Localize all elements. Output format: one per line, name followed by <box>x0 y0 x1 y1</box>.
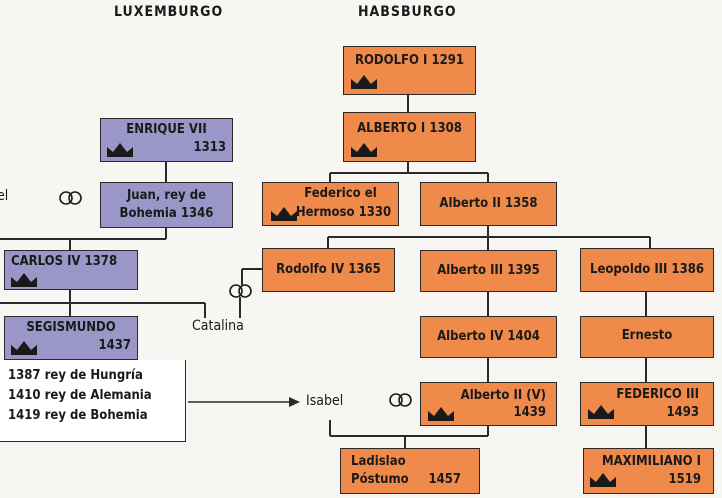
box-maximiliano-i: MAXIMILIANO I 1519 <box>583 448 714 494</box>
federico-hermoso-line1: Federico el <box>304 186 377 201</box>
crown-icon <box>351 143 377 157</box>
ladislao-year: 1457 <box>428 472 461 487</box>
segismundo-titles-panel: 1387 rey de Hungría 1410 rey de Alemania… <box>0 360 186 442</box>
box-alberto-ii-v: Alberto II (V) 1439 <box>420 382 557 426</box>
box-rodolfo-i: RODOLFO I 1291 <box>343 46 476 95</box>
box-alberto-i: ALBERTO I 1308 <box>343 112 476 162</box>
enrique-name: ENRIQUE VII <box>126 122 207 137</box>
leopoldo3-name: Leopoldo III 1386 <box>590 262 704 277</box>
wedding-rings-icon <box>59 191 82 205</box>
isabel-label: Isabel <box>306 393 344 409</box>
header-habsburgo: HABSBURGO <box>358 4 457 20</box>
box-carlos-iv: CARLOS IV 1378 <box>4 250 138 290</box>
crown-icon <box>428 407 454 421</box>
juan-line1: Juan, rey de <box>126 188 207 203</box>
box-segismundo: SEGISMUNDO 1437 <box>4 316 138 360</box>
title-hungria: 1387 rey de Hungría <box>8 368 143 383</box>
carlos-name: CARLOS IV 1378 <box>11 254 118 269</box>
maximiliano-year: 1519 <box>668 472 701 487</box>
federico3-year: 1493 <box>666 405 699 420</box>
crown-icon <box>588 405 614 419</box>
crown-icon <box>351 75 377 89</box>
rodolfo4-name: Rodolfo IV 1365 <box>276 262 381 277</box>
box-enrique-vii: ENRIQUE VII 1313 <box>100 118 233 162</box>
title-bohemia: 1419 rey de Bohemia <box>8 408 148 423</box>
wedding-rings-icon <box>389 393 412 407</box>
rodolfo1-name: RODOLFO I 1291 <box>354 53 465 68</box>
catalina-label: Catalina <box>192 318 244 334</box>
box-alberto-iii: Alberto III 1395 <box>420 250 557 292</box>
alberto2-name: Alberto II 1358 <box>439 196 538 211</box>
alberto2v-name: Alberto II (V) <box>460 388 546 403</box>
crown-icon <box>11 273 37 287</box>
wedding-rings-icon <box>229 284 252 298</box>
alberto4-name: Alberto IV 1404 <box>437 329 540 344</box>
crown-icon <box>271 207 297 221</box>
federico-hermoso-line2: Hermoso 1330 <box>295 205 392 220</box>
header-luxemburgo: LUXEMBURGO <box>114 4 224 20</box>
box-federico-iii: FEDERICO III 1493 <box>580 382 714 426</box>
segismundo-name: SEGISMUNDO <box>26 320 116 335</box>
maximiliano-name: MAXIMILIANO I <box>601 454 701 469</box>
crown-icon <box>107 143 133 157</box>
box-leopoldo-iii: Leopoldo III 1386 <box>580 248 714 292</box>
segismundo-year: 1437 <box>98 338 131 353</box>
juan-line2: Bohemia 1346 <box>119 206 214 221</box>
ernesto-name: Ernesto <box>621 328 673 343</box>
ladislao-line1: Ladislao <box>351 454 406 469</box>
left-spouse-label: el <box>0 188 9 204</box>
box-rodolfo-iv: Rodolfo IV 1365 <box>262 248 395 292</box>
alberto2v-year: 1439 <box>513 405 546 420</box>
box-federico-el-hermoso: Federico el Hermoso 1330 <box>262 182 399 226</box>
ladislao-line2: Póstumo <box>351 472 409 487</box>
box-ernesto: Ernesto <box>580 316 714 358</box>
crown-icon <box>11 341 37 355</box>
alberto3-name: Alberto III 1395 <box>437 263 540 278</box>
alberto1-name: ALBERTO I 1308 <box>357 121 462 136</box>
enrique-year: 1313 <box>193 140 226 155</box>
federico3-name: FEDERICO III <box>616 387 699 402</box>
box-alberto-iv: Alberto IV 1404 <box>420 316 557 358</box>
box-juan-bohemia: Juan, rey de Bohemia 1346 <box>100 182 233 228</box>
box-alberto-ii: Alberto II 1358 <box>420 182 557 226</box>
box-ladislao-postumo: Ladislao Póstumo 1457 <box>340 448 480 494</box>
title-alemania: 1410 rey de Alemania <box>8 388 152 403</box>
crown-icon <box>590 473 616 487</box>
